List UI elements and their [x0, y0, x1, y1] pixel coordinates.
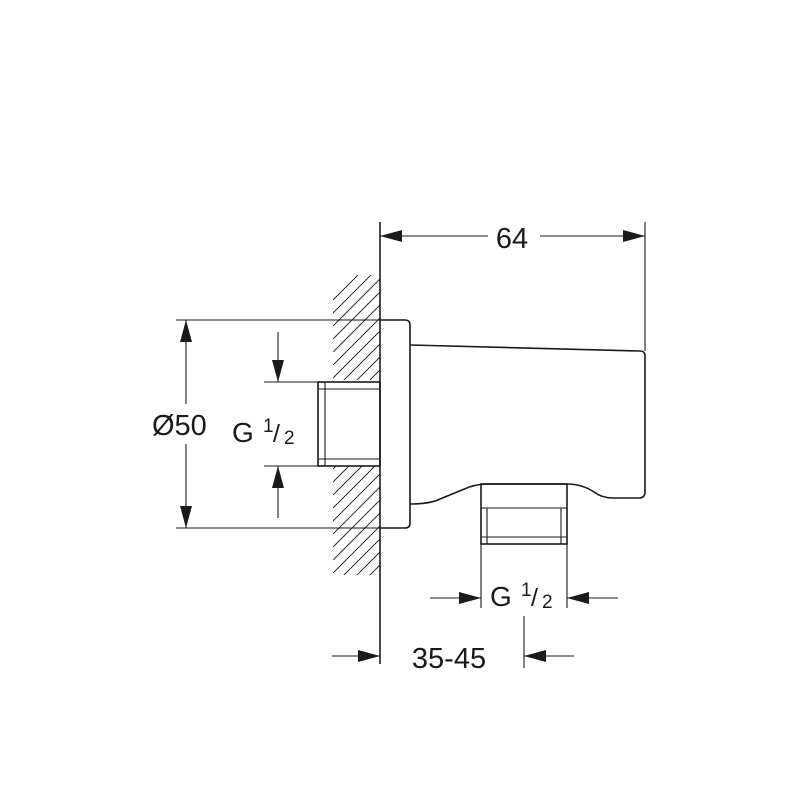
threaded-nipple-mask — [318, 380, 380, 466]
outlet-thread-fraction-den: 2 — [542, 592, 553, 613]
arrowhead-up — [180, 320, 192, 342]
arrowhead-right — [358, 650, 380, 662]
arrowhead-left — [524, 650, 546, 662]
wall-thread-fraction-sep: / — [273, 420, 280, 448]
arrowhead-down — [180, 506, 192, 528]
outlet-thread-fraction-num: 1 — [521, 580, 532, 601]
outlet-body — [409, 344, 646, 505]
wall-thread-label: G — [232, 417, 254, 448]
dimension-64-label: 64 — [496, 223, 528, 255]
wall-thread-nipple — [317, 381, 381, 467]
arrowhead-up — [272, 466, 284, 488]
dimension-64: 64 — [380, 222, 646, 351]
dimension-35-45: 35-45 — [332, 616, 574, 675]
wall-thread-fraction-num: 1 — [263, 416, 274, 437]
arrowhead-left — [380, 230, 402, 242]
arrowhead-right — [459, 592, 481, 604]
dimension-diameter-50: Ø50 — [152, 319, 380, 529]
thread-prefix: G — [232, 417, 254, 448]
outlet-thread — [480, 483, 568, 545]
arrowhead-right — [623, 230, 645, 242]
dimension-diameter-label: Ø50 — [152, 410, 207, 442]
dimension-35-45-label: 35-45 — [412, 643, 486, 675]
wall-flange — [380, 319, 411, 529]
wall-thread-fraction-den: 2 — [284, 428, 295, 449]
thread-prefix: G — [490, 581, 512, 612]
arrowhead-down — [272, 360, 284, 382]
outlet-thread-fraction-sep: / — [531, 584, 538, 612]
outlet-thread-label: G — [490, 581, 512, 612]
arrowhead-left — [567, 592, 589, 604]
dimension-outlet-thread: G 1 / 2 — [430, 544, 618, 613]
dimension-wall-thread: G 1 / 2 — [232, 332, 318, 518]
